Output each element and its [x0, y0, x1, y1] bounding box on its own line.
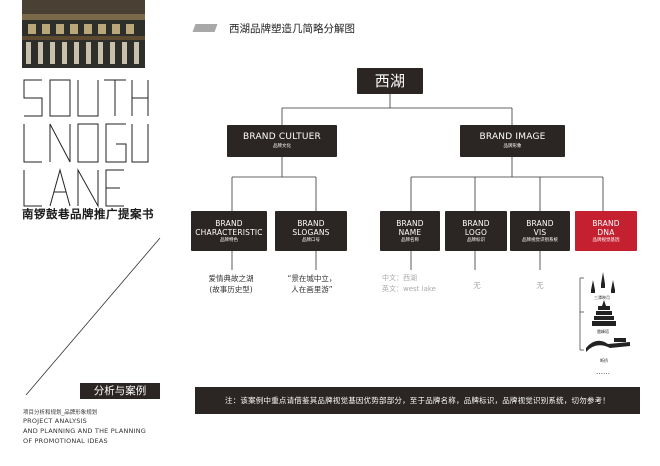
note-banner: 注：该案例中重点请借鉴其品牌视觉基因优势部部分，至于品牌名称，品牌标识，品牌视觉…: [195, 387, 640, 414]
leaf-vis: 无: [536, 281, 544, 290]
caption-en-line: AND PLANNING AND THE PLANNING: [23, 427, 147, 435]
node-subtitle: 品牌视觉识别系统: [522, 237, 558, 243]
node-brand-vis: BRAND VIS 品牌视觉识别系统: [510, 211, 570, 251]
building-photo-image: [22, 0, 145, 68]
node-subtitle: 品牌文化: [273, 144, 291, 149]
caption-en-line: PROJECT ANALYSIS: [23, 417, 88, 425]
node-title: BRAND DNA: [592, 218, 620, 237]
node-subtitle: 品牌口号: [302, 237, 320, 243]
node-title: BRAND LOGO: [462, 218, 490, 237]
root-node-west-lake: 西湖: [357, 68, 423, 94]
dna-label-santan: 三潭映月: [594, 295, 610, 300]
node-title: BRAND SLOGANS: [292, 218, 330, 237]
node-subtitle: 品牌视觉基因: [592, 237, 620, 243]
node-brand-slogans: BRAND SLOGANS 品牌口号: [275, 211, 347, 251]
pagoda-icon: [591, 272, 615, 293]
leaf-slogans: “景在城中立， 人在画里游”: [287, 274, 337, 294]
dna-label-leifeng: 雷峰塔: [597, 329, 609, 334]
dna-visual-genes: 三潭映月 雷峰塔 断桥 ……: [574, 268, 640, 380]
dna-illustrations: [579, 272, 630, 352]
broken-bridge-icon: [586, 338, 630, 352]
section-tag: 分析与案例: [80, 383, 160, 399]
node-brand-logo: BRAND LOGO 品牌标识: [445, 211, 507, 251]
header-accent-bar: [192, 24, 218, 32]
caption-en-line: OF PROMOTIONAL IDEAS: [23, 437, 108, 445]
caption-cn: 项目分析和规划_品牌形象规划: [23, 410, 98, 416]
node-subtitle: 品牌形象: [503, 144, 522, 149]
header-photo: [22, 0, 145, 68]
node-title: BRAND CHARACTERISTIC: [195, 218, 263, 237]
leaf-logo: 无: [473, 281, 481, 290]
dna-ellipsis: ……: [596, 368, 610, 376]
node-subtitle: 品牌标识: [467, 237, 485, 243]
leifeng-pagoda-icon: [592, 300, 616, 326]
node-subtitle: 品牌特色: [220, 237, 238, 243]
node-title: 西湖: [374, 72, 406, 90]
node-brand-dna: BRAND DNA 品牌视觉基因: [575, 211, 637, 251]
node-title: BRAND IMAGE: [479, 132, 546, 142]
node-title: BRAND CULTUER: [242, 132, 321, 142]
node-brand-characteristic: BRAND CHARACTERISTIC 品牌特色: [191, 211, 267, 251]
dna-label-duanqiao: 断桥: [600, 358, 608, 363]
node-title: BRAND NAME: [396, 218, 424, 237]
node-brand-name: BRAND NAME 品牌名称: [380, 211, 440, 251]
node-title: BRAND VIS: [526, 218, 554, 237]
brand-proposal-title: 南锣鼓巷品牌推广提案书: [22, 207, 154, 221]
south-luogu-lane-logo: [23, 79, 149, 208]
node-subtitle: 品牌名称: [401, 237, 419, 243]
leaf-name: 中文：西湖 英文：west lake: [382, 274, 436, 293]
diagonal-divider-line: [25, 237, 161, 396]
leaf-characteristic: 爱情典故之湖 (故事历史型): [208, 274, 254, 294]
page-title: 西湖品牌塑造几简略分解图: [229, 23, 355, 35]
node-brand-image: BRAND IMAGE 品牌形象: [460, 125, 565, 157]
node-brand-cultuer: BRAND CULTUER 品牌文化: [227, 125, 337, 157]
